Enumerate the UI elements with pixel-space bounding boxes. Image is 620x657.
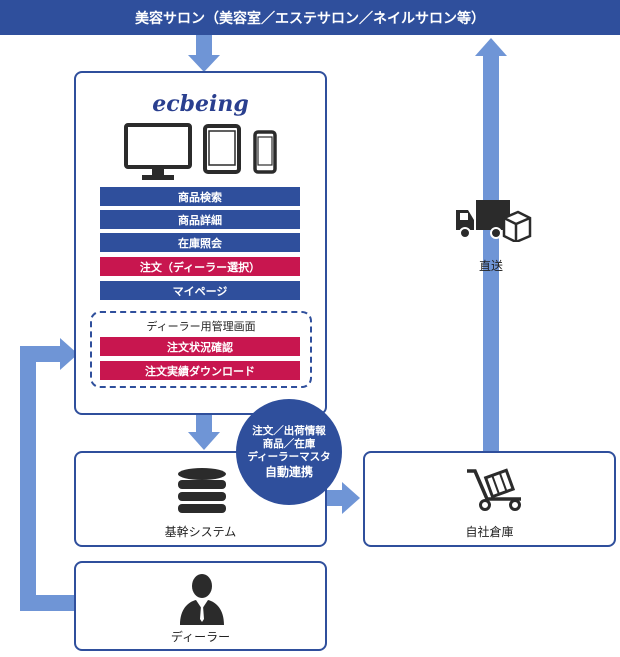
auto-sync-circle: 注文／出荷情報 商品／在庫 ディーラーマスタ 自動連携 <box>236 399 342 505</box>
menu-item-stock-inquiry: 在庫照会 <box>100 233 300 252</box>
admin-item-order-status: 注文状況確認 <box>100 337 300 356</box>
ecbeing-logo: ecbeing <box>152 91 249 117</box>
arrow-banner-to-ecbeing-shaft <box>196 35 212 57</box>
menu-item-product-search: 商品検索 <box>100 187 300 206</box>
salon-banner: 美容サロン（美容室／エステサロン／ネイルサロン等） <box>0 0 620 35</box>
ecbeing-panel: ecbeing 商品検索 商品詳細 在庫照会 注文（ディーラー選択） マイページ… <box>74 71 327 415</box>
sync-line-order-shipping: 注文／出荷情報 <box>252 425 326 437</box>
arrow-warehouse-to-banner-shaft <box>483 54 499 454</box>
arrow-dealer-to-admin-head <box>60 338 78 370</box>
sync-line-product-stock: 商品／在庫 <box>262 438 316 450</box>
salon-banner-title: 美容サロン（美容室／エステサロン／ネイルサロン等） <box>135 10 485 27</box>
arrow-core-to-warehouse-head <box>342 482 360 514</box>
businessman-icon <box>180 574 224 625</box>
arrow-ecbeing-to-core-shaft <box>196 414 212 434</box>
menu-item-label: 商品検索 <box>178 190 222 204</box>
arrow-core-to-warehouse-shaft <box>326 490 344 506</box>
arrow-warehouse-to-banner-head <box>475 38 507 56</box>
dealer-admin-title: ディーラー用管理画面 <box>146 320 256 333</box>
arrow-banner-to-ecbeing-head <box>188 55 220 72</box>
arrow-dealer-to-admin-horizontal-top <box>20 346 62 362</box>
tablet-icon <box>203 124 241 174</box>
dealer-label: ディーラー <box>170 630 231 644</box>
hand-truck-icon <box>467 468 521 511</box>
menu-item-label: 注文（ディーラー選択） <box>139 260 261 274</box>
dealer-admin-section: ディーラー用管理画面 注文状況確認 注文実績ダウンロード <box>90 311 312 388</box>
warehouse-panel: 自社倉庫 <box>363 451 616 547</box>
dealer-panel: ディーラー <box>74 561 327 651</box>
menu-item-label: 商品詳細 <box>178 213 222 227</box>
admin-item-label: 注文状況確認 <box>167 340 233 354</box>
admin-item-label: 注文実績ダウンロード <box>145 364 255 378</box>
monitor-icon <box>124 123 192 180</box>
menu-item-order-dealer-select: 注文（ディーラー選択） <box>100 257 300 276</box>
menu-item-label: 在庫照会 <box>178 236 222 250</box>
arrow-dealer-to-admin-vertical <box>20 346 36 611</box>
menu-item-label: マイページ <box>172 284 228 298</box>
menu-item-product-detail: 商品詳細 <box>100 210 300 229</box>
database-icon <box>178 468 226 513</box>
admin-item-order-download: 注文実績ダウンロード <box>100 361 300 380</box>
core-system-label: 基幹システム <box>164 525 237 539</box>
warehouse-label: 自社倉庫 <box>465 525 514 539</box>
delivery-truck-icon <box>456 200 532 242</box>
sync-line-dealer-master: ディーラーマスタ <box>247 451 331 463</box>
arrow-ecbeing-to-core-head <box>188 432 220 450</box>
direct-ship-label: 直送 <box>478 259 503 273</box>
sync-line-auto-link: 自動連携 <box>264 465 313 479</box>
menu-item-mypage: マイページ <box>100 281 300 300</box>
smartphone-icon <box>253 130 277 174</box>
